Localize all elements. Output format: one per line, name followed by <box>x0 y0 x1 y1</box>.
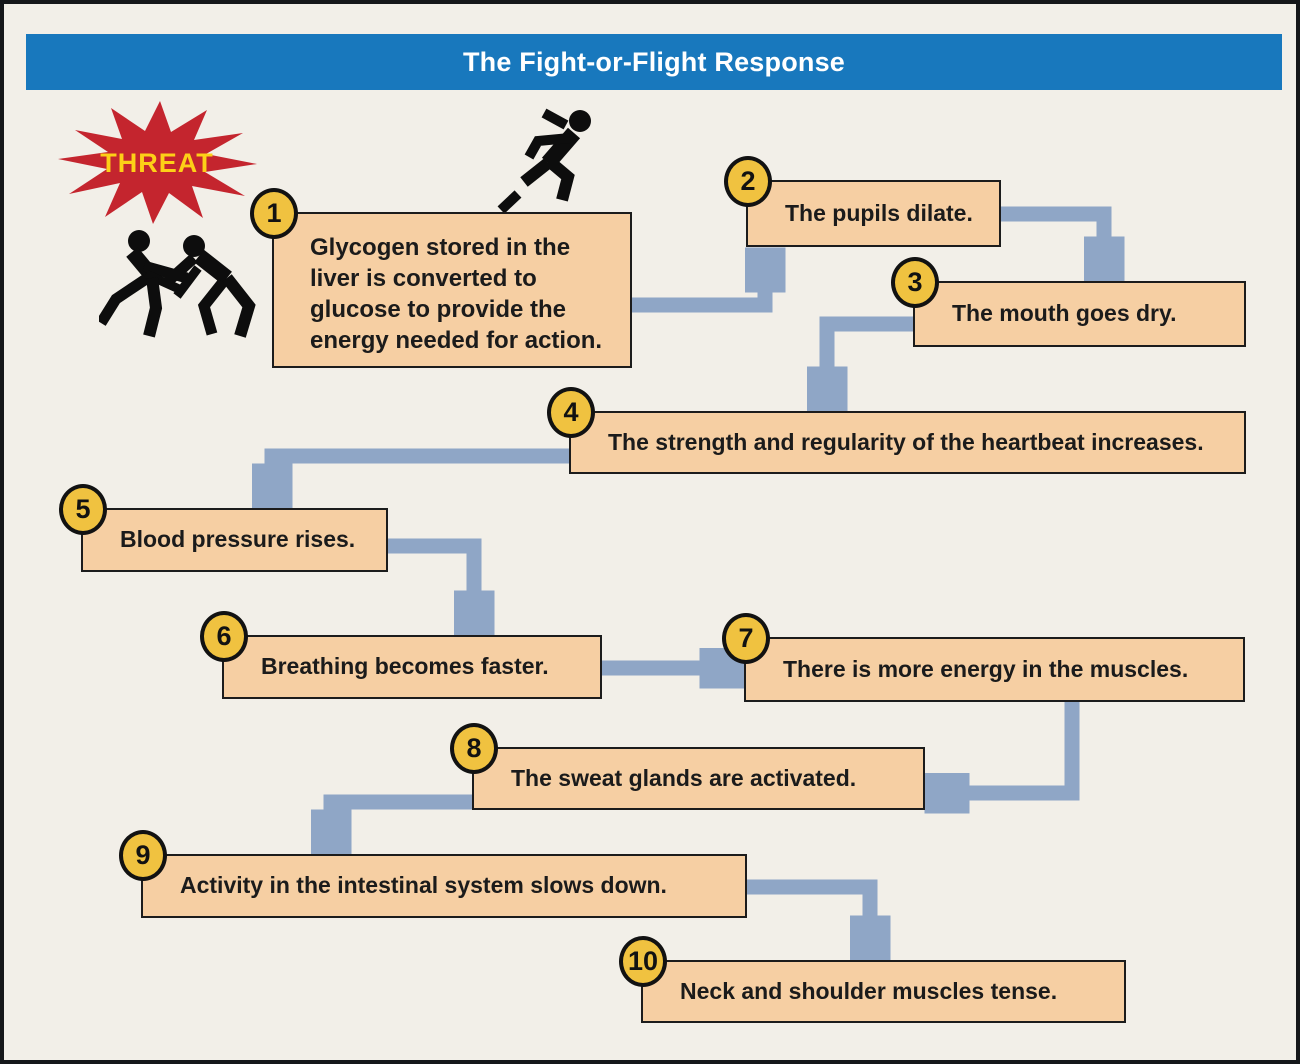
step-number-badge-1: 1 <box>250 188 298 239</box>
step-box-5: 5 Blood pressure rises. <box>59 484 388 572</box>
step-text-3: The mouth goes dry. <box>952 300 1177 327</box>
step-box-8: 8 The sweat glands are activated. <box>450 723 925 810</box>
step-box-2: 2 The pupils dilate. <box>724 156 1001 247</box>
arrow-4-to-5 <box>272 448 570 504</box>
step-text-7: There is more energy in the muscles. <box>783 655 1189 682</box>
page-title: The Fight-or-Flight Response <box>462 46 846 77</box>
step-number-badge-5: 5 <box>59 484 107 535</box>
step-number-badge-10: 10 <box>619 936 667 987</box>
step-number-badge-9: 9 <box>119 830 167 881</box>
running-person-icon <box>497 108 591 212</box>
step-box-10: 10 Neck and shoulder muscles tense. <box>619 936 1126 1023</box>
step-text-1: Glycogen stored in the liver is converte… <box>310 234 603 354</box>
arrow-5-to-6 <box>387 538 474 631</box>
step-box-4: 4 The strength and regularity of the hea… <box>547 387 1246 474</box>
step-text-8: The sweat glands are activated. <box>511 764 857 791</box>
step-box-6: 6 Breathing becomes faster. <box>200 611 602 699</box>
arrow-2-to-3 <box>1000 206 1104 277</box>
arrow-8-to-9 <box>331 794 473 850</box>
threat-starburst-icon: THREAT <box>58 101 257 224</box>
step-text-6: Breathing becomes faster. <box>261 653 549 680</box>
arrow-3-to-4 <box>827 316 913 407</box>
step-box-3: 3 The mouth goes dry. <box>891 257 1246 347</box>
step-text-4: The strength and regularity of the heart… <box>608 428 1204 455</box>
step-number-badge-4: 4 <box>547 387 595 438</box>
arrow-1-to-2 <box>631 252 765 313</box>
arrow-9-to-10 <box>746 879 870 956</box>
flow-arrows <box>4 206 1300 1064</box>
step-text-2: The pupils dilate. <box>785 199 973 226</box>
threat-label: THREAT <box>100 148 214 178</box>
step-text-10: Neck and shoulder muscles tense. <box>680 977 1058 1004</box>
step-box-1: 1 Glycogen stored in the liver is conver… <box>250 188 632 368</box>
title-bar: The Fight-or-Flight Response <box>26 34 1282 90</box>
step-number-badge-8: 8 <box>450 723 498 774</box>
arrow-7-to-8 <box>929 701 1080 793</box>
step-number-badge-3: 3 <box>891 257 939 308</box>
step-text-9: Activity in the intestinal system slows … <box>180 872 667 899</box>
step-number-badge-7: 7 <box>722 613 770 664</box>
step-box-7: 7 There is more energy in the muscles. <box>722 613 1245 702</box>
people-fighting-icon <box>99 230 256 338</box>
step-number-badge-2: 2 <box>724 156 772 207</box>
step-box-9: 9 Activity in the intestinal system slow… <box>119 830 747 918</box>
step-number-badge-6: 6 <box>200 611 248 662</box>
step-text-5: Blood pressure rises. <box>120 526 356 553</box>
